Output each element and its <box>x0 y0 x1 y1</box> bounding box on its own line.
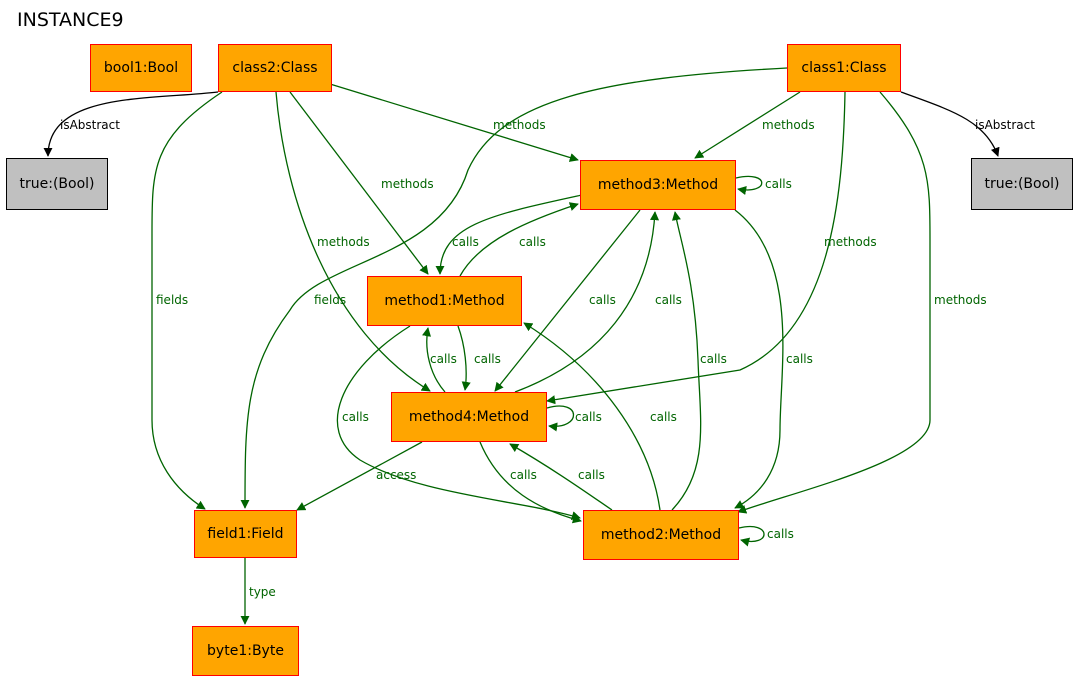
node-trueL[interactable]: true:(Bool) <box>6 158 108 210</box>
node-method2[interactable]: method2:Method <box>583 510 739 560</box>
node-trueR[interactable]: true:(Bool) <box>971 158 1073 210</box>
edge-label-method4-method4: calls <box>575 410 602 424</box>
edge-label-method1-method2: calls <box>342 410 369 424</box>
edge-class1-trueR-isabstract <box>900 91 1000 157</box>
edge-method1-method3-calls <box>459 202 579 277</box>
edge-label-class1-field1: fields <box>314 293 346 307</box>
node-method4[interactable]: method4:Method <box>391 392 547 442</box>
edge-label-class1-method4: methods <box>824 235 877 249</box>
edge-label-method1-method3: calls <box>519 235 546 249</box>
node-label: class2:Class <box>232 60 318 76</box>
node-label: true:(Bool) <box>19 176 95 192</box>
edge-method4-method3-calls <box>514 211 660 393</box>
edge-class2-method1-methods <box>289 91 429 275</box>
node-label: field1:Field <box>207 526 284 542</box>
edge-class1-method2-methods <box>737 91 931 514</box>
edge-method4-method1-calls <box>422 327 446 393</box>
node-label: method2:Method <box>600 527 722 543</box>
edge-label-class2-method4: methods <box>317 235 370 249</box>
edge-method4-field1-access <box>296 441 423 511</box>
edge-label-method3-method4: calls <box>589 293 616 307</box>
edge-class1-method3-methods <box>694 91 801 159</box>
edge-method3-method3-calls <box>735 175 763 195</box>
node-class2[interactable]: class2:Class <box>218 44 332 92</box>
edge-label-method3-method3: calls <box>765 177 792 191</box>
node-byte1[interactable]: byte1:Byte <box>192 626 299 676</box>
edge-label-class2-field1: fields <box>156 293 188 307</box>
edge-label-method3-method1: calls <box>452 235 479 249</box>
edge-method1-method4-calls <box>457 325 471 391</box>
edge-label-class1-method3: methods <box>762 118 815 132</box>
edge-class1-field1-fields <box>240 67 788 509</box>
node-label: bool1:Bool <box>103 60 179 76</box>
node-bool1[interactable]: bool1:Bool <box>90 44 192 92</box>
edge-label-method4-method2: calls <box>510 468 537 482</box>
node-label: true:(Bool) <box>984 176 1060 192</box>
node-method1[interactable]: method1:Method <box>367 276 522 326</box>
edge-class2-method4-methods <box>275 91 431 392</box>
node-label: method1:Method <box>384 293 505 309</box>
node-label: method3:Method <box>597 177 719 193</box>
node-method3[interactable]: method3:Method <box>580 160 736 210</box>
edge-method2-method2-calls <box>738 525 765 547</box>
edge-class2-method3-methods <box>329 83 579 162</box>
node-label: class1:Class <box>801 60 887 76</box>
edge-label-class2-trueL: isAbstract <box>60 118 120 132</box>
edge-label-method4-method1: calls <box>430 352 457 366</box>
edge-label-method4-field1: access <box>376 468 416 482</box>
edge-class2-trueL-isabstract <box>43 91 219 157</box>
edge-label-method4-method3: calls <box>655 293 682 307</box>
edge-method4-method2-calls <box>479 441 582 524</box>
edge-label-field1-byte1: type <box>249 585 276 599</box>
edge-class1-method4-methods <box>546 91 846 405</box>
node-class1[interactable]: class1:Class <box>787 44 901 92</box>
diagram-title: INSTANCE9 <box>17 9 124 31</box>
edge-label-method2-method1: calls <box>650 410 677 424</box>
edge-label-method1-method4: calls <box>474 352 501 366</box>
edge-label-method2-method4: calls <box>578 468 605 482</box>
edge-method3-method1-calls <box>435 194 583 275</box>
edge-class2-field1-fields <box>151 91 223 510</box>
edge-label-method2-method2: calls <box>767 527 794 541</box>
edge-label-method3-method2: calls <box>786 352 813 366</box>
edge-method3-method4-calls <box>494 209 641 392</box>
edge-label-class2-method3: methods <box>493 118 546 132</box>
edge-label-class1-trueR: isAbstract <box>975 118 1035 132</box>
edge-label-method2-method3: calls <box>700 352 727 366</box>
node-field1[interactable]: field1:Field <box>194 510 297 558</box>
edge-method2-method1-calls <box>523 322 661 511</box>
edge-method1-method2-calls <box>336 325 581 521</box>
node-label: method4:Method <box>408 409 530 425</box>
edge-label-class1-method2: methods <box>934 293 987 307</box>
edge-label-class2-method1: methods <box>381 177 434 191</box>
edge-method4-method4-calls <box>546 405 575 432</box>
edge-method3-method2-calls <box>734 209 784 509</box>
edge-method2-method3-calls <box>671 211 702 511</box>
edge-method2-method4-calls <box>509 443 613 511</box>
node-label: byte1:Byte <box>207 643 284 659</box>
